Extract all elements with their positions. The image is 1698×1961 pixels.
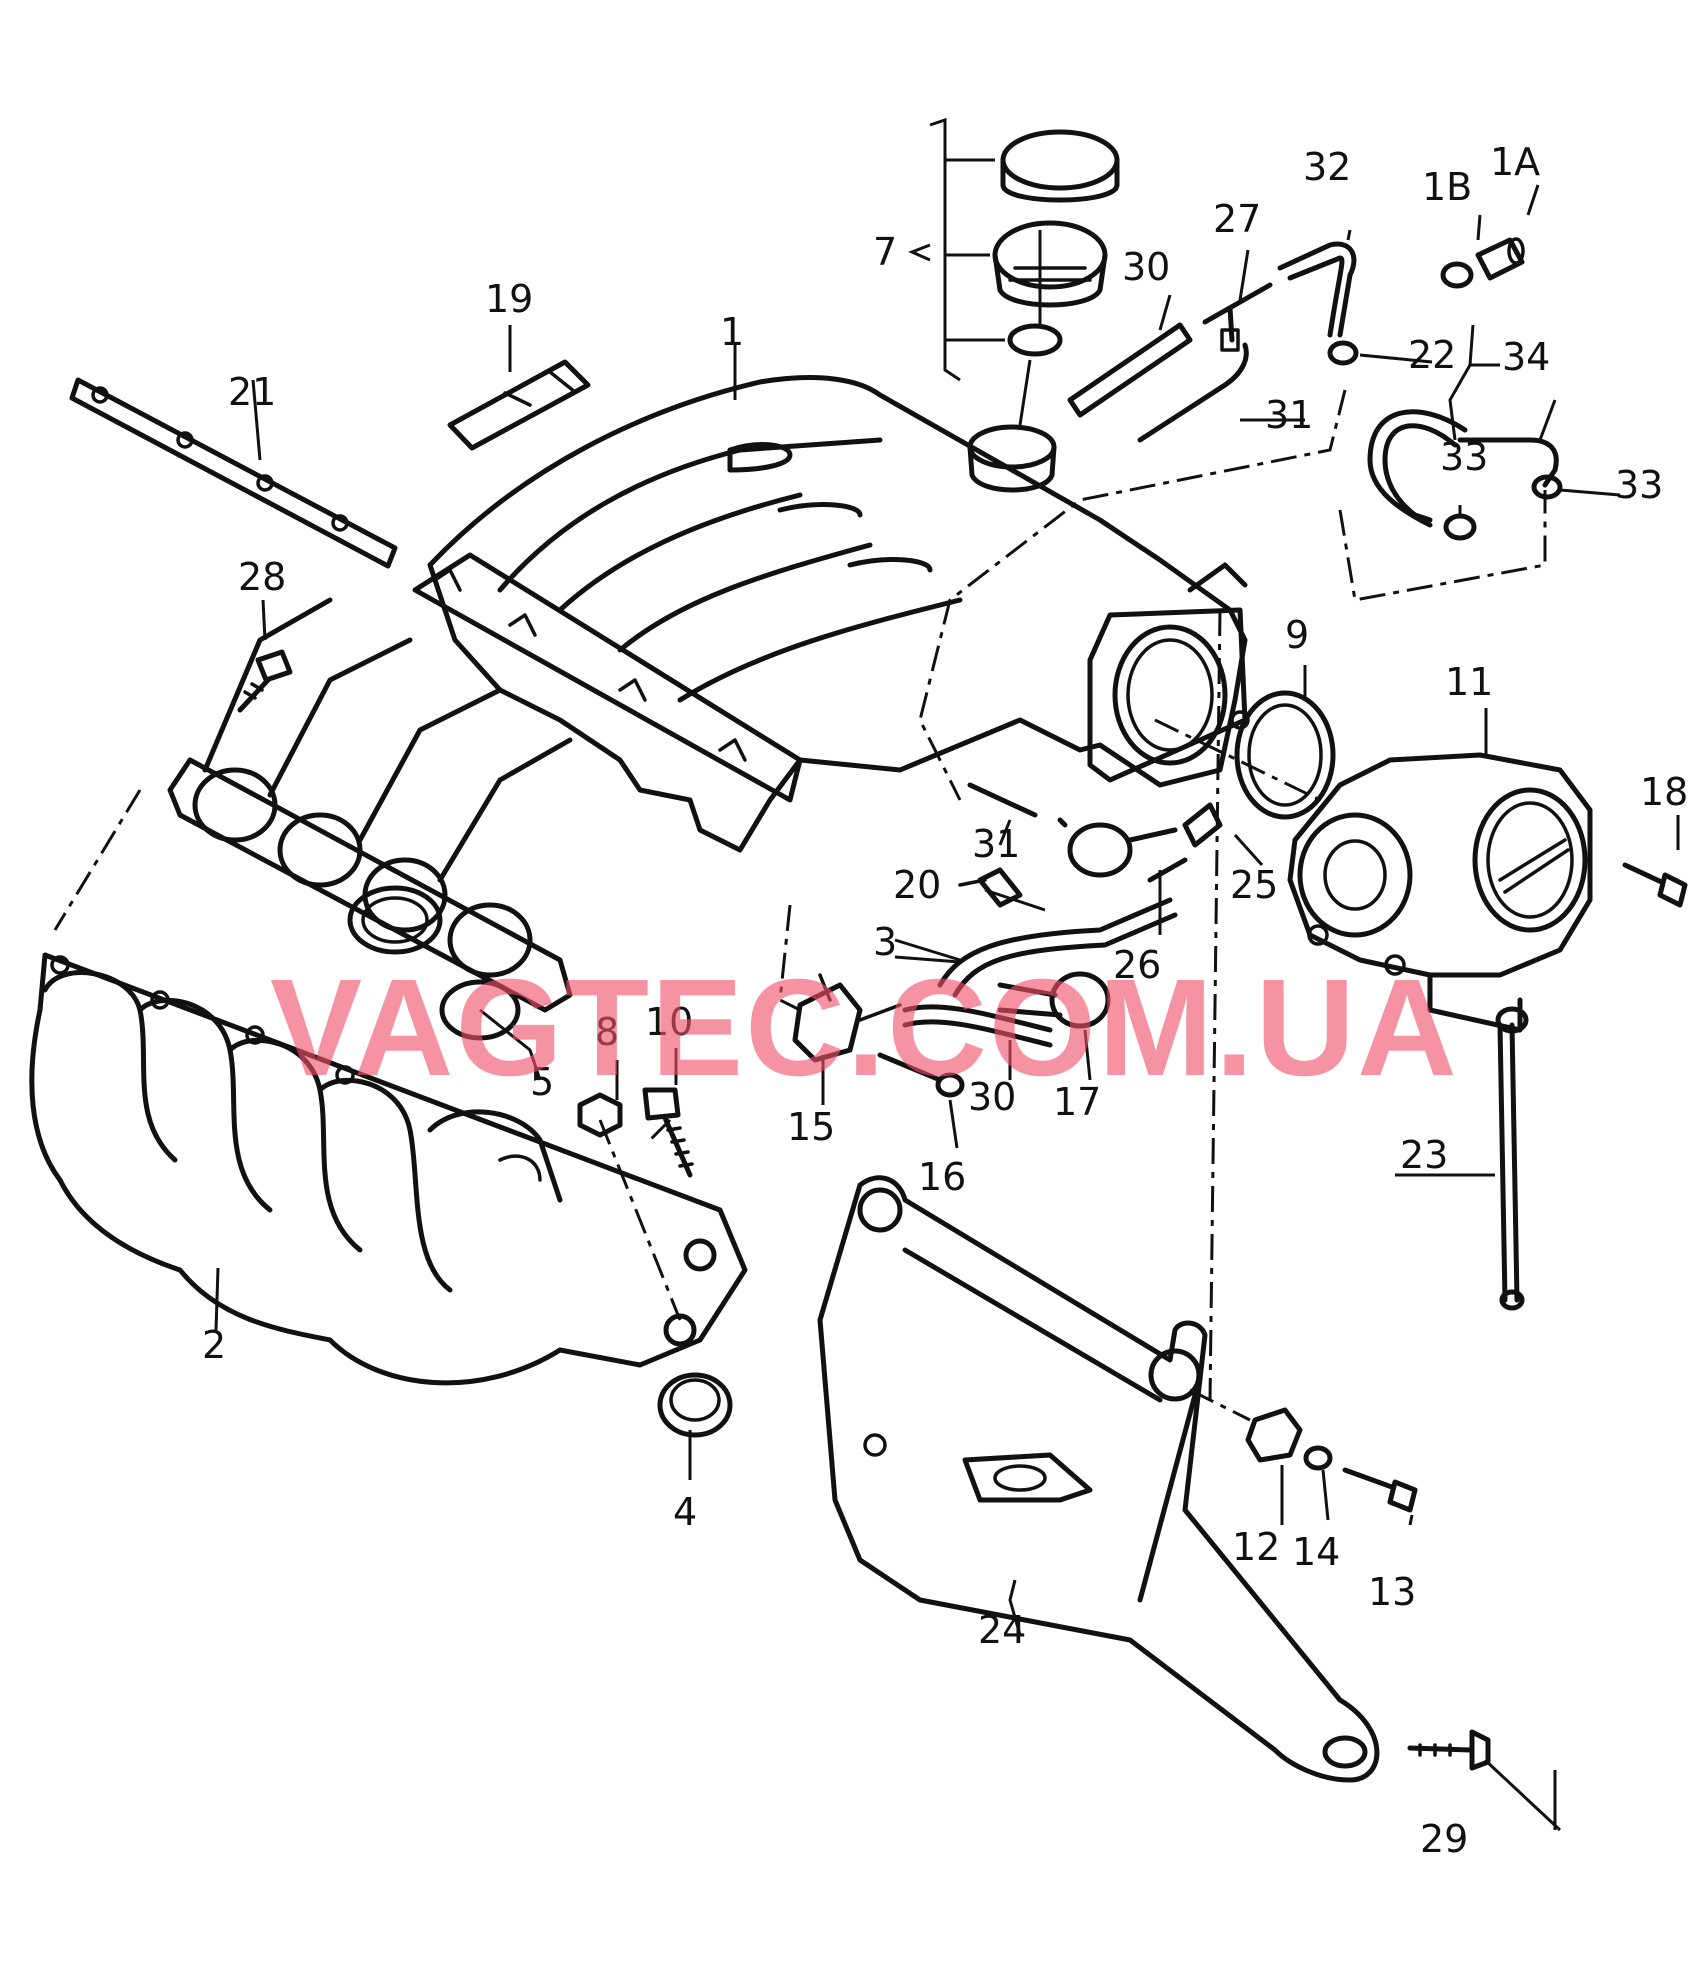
- hose-32[interactable]: [1277, 241, 1357, 338]
- bolt-13[interactable]: [1342, 1467, 1418, 1513]
- washer-14[interactable]: [1303, 1445, 1333, 1471]
- sensor-25[interactable]: [1182, 802, 1223, 848]
- bracket-19[interactable]: [447, 359, 591, 451]
- callout-29: 29: [1420, 1817, 1468, 1861]
- callout-1: 1: [720, 310, 744, 354]
- callout-10: 10: [645, 1000, 693, 1044]
- callout-3: 3: [873, 920, 897, 964]
- callout-20: 20: [893, 863, 941, 907]
- callout-33b: 33: [1615, 463, 1663, 507]
- hose-3[interactable]: [937, 897, 1178, 998]
- ground-strap-23[interactable]: [1495, 1006, 1529, 1311]
- callout-26: 26: [1113, 943, 1161, 987]
- callout-24: 24: [978, 1608, 1026, 1652]
- callout-16: 16: [918, 1155, 966, 1199]
- bolt-10[interactable]: [642, 1087, 694, 1178]
- nut-12[interactable]: [1245, 1407, 1303, 1463]
- fuel-rail-21[interactable]: [69, 377, 398, 569]
- nut-8[interactable]: [577, 1092, 623, 1138]
- callout-30a: 30: [1122, 245, 1170, 289]
- callout-1b: 1B: [1422, 165, 1472, 209]
- callout-32: 32: [1303, 145, 1351, 189]
- callout-30b: 30: [968, 1075, 1016, 1119]
- callout-8: 8: [595, 1010, 619, 1054]
- callout-21: 21: [228, 370, 276, 414]
- callout-11: 11: [1445, 660, 1493, 704]
- hose-34[interactable]: [1367, 409, 1559, 528]
- callout-7: 7: [873, 230, 897, 274]
- bolt-16[interactable]: [877, 1052, 965, 1098]
- gasket-5[interactable]: [347, 885, 521, 1041]
- valve-17[interactable]: [997, 971, 1111, 1029]
- exhaust-manifold-2[interactable]: [29, 952, 748, 1386]
- callout-2: 2: [202, 1323, 226, 1367]
- callout-14: 14: [1292, 1530, 1340, 1574]
- gasket-ring-9[interactable]: [1234, 690, 1336, 820]
- callouts: 1 2 3 4 5 7 8 9 10 11 12 13 14 15 16 17 …: [202, 140, 1688, 1861]
- bolt-29[interactable]: [1407, 1729, 1491, 1771]
- callout-15: 15: [787, 1105, 835, 1149]
- callout-12: 12: [1232, 1525, 1280, 1569]
- hose-30-lower[interactable]: [902, 1004, 1053, 1048]
- callout-17: 17: [1053, 1080, 1101, 1124]
- hose-clamp-33-right[interactable]: [1531, 474, 1563, 500]
- watermark-text: VAGTEC.COM.UA: [270, 951, 1459, 1105]
- bolt-18[interactable]: [1622, 862, 1688, 908]
- callout-34: 34: [1502, 335, 1550, 379]
- leader-lines: [214, 184, 1680, 1832]
- clip-20[interactable]: [958, 867, 1023, 908]
- callout-27: 27: [1213, 197, 1261, 241]
- bolt-28[interactable]: [237, 649, 293, 713]
- callout-31a: 31: [1265, 393, 1313, 437]
- throttle-valve-housing-11[interactable]: [1287, 752, 1593, 1033]
- upper-intake-manifold-1[interactable]: [412, 375, 1250, 853]
- hose-30-upper[interactable]: [1067, 322, 1193, 418]
- callout-9: 9: [1285, 613, 1309, 657]
- callout-5: 5: [530, 1060, 554, 1104]
- callout-25: 25: [1230, 863, 1278, 907]
- callout-13: 13: [1368, 1570, 1416, 1614]
- callout-4: 4: [673, 1490, 697, 1534]
- valve-26[interactable]: [1057, 817, 1188, 883]
- valve-15[interactable]: [792, 973, 902, 1063]
- hose-clamp-1b[interactable]: [1440, 261, 1474, 289]
- connector-1a[interactable]: [1475, 237, 1525, 281]
- callout-22: 22: [1408, 333, 1456, 377]
- callout-33a: 33: [1440, 435, 1488, 479]
- hose-clamp-22[interactable]: [1327, 340, 1359, 366]
- manifold-flange[interactable]: [167, 597, 573, 1013]
- oil-filler-cap-7[interactable]: [908, 117, 1120, 493]
- t-connector-27[interactable]: [1202, 282, 1273, 352]
- hose-31-upper[interactable]: [1137, 342, 1249, 443]
- callout-18: 18: [1640, 770, 1688, 814]
- gasket-ring-4[interactable]: [657, 1372, 733, 1438]
- callout-23: 23: [1400, 1133, 1448, 1177]
- assembly-lines: [53, 389, 1547, 1422]
- callout-28: 28: [238, 555, 286, 599]
- hose-clamp-33-left[interactable]: [1443, 513, 1477, 541]
- callout-31b: 31: [972, 822, 1020, 866]
- pin-31-lower[interactable]: [967, 782, 1038, 818]
- callout-19: 19: [485, 277, 533, 321]
- callout-1a: 1A: [1490, 140, 1540, 184]
- support-bracket-24[interactable]: [817, 1175, 1380, 1783]
